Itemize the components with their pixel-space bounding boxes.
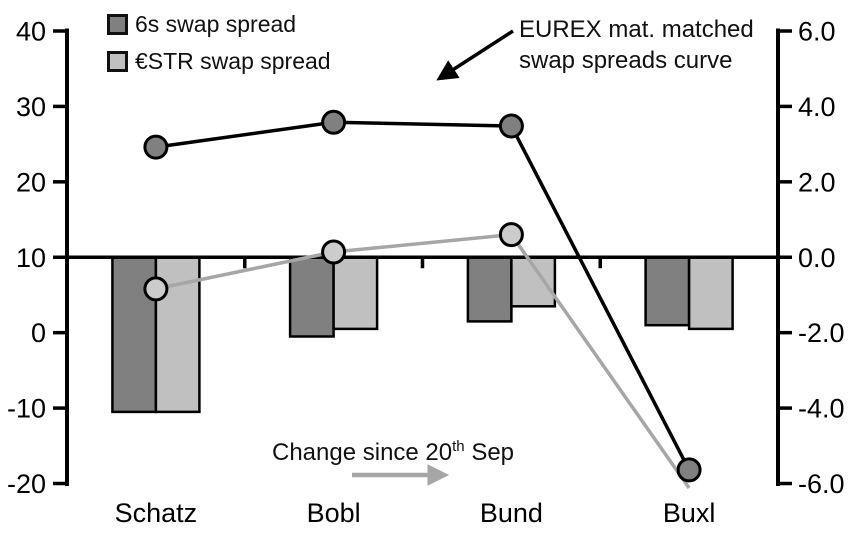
left-tick-label: 0 <box>31 318 46 348</box>
axis-labels-layer: 403020100-10-206.04.02.00.0-2.0-4.0-6.0S… <box>7 17 845 529</box>
category-label-buxl: Buxl <box>663 498 716 528</box>
left-tick-label: 40 <box>16 17 46 47</box>
left-tick-label: -20 <box>7 469 46 499</box>
bar-0-bund <box>466 256 513 323</box>
right-tick-label: 6.0 <box>798 17 836 47</box>
legend-item-estr: €STR swap spread <box>107 47 331 75</box>
line-series-0 <box>155 232 691 490</box>
marker-0-bobl <box>321 239 347 265</box>
legend-swatch-estr-icon <box>107 50 128 72</box>
chart-legend: 6s swap spread €STR swap spread <box>107 10 331 84</box>
left-tick-label: 20 <box>16 167 46 197</box>
legend-label-estr: €STR swap spread <box>135 47 331 74</box>
right-tick-label: -6.0 <box>798 469 845 499</box>
marker-1-buxl <box>676 457 702 483</box>
marker-1-schatz <box>143 134 169 160</box>
marker-0-bund <box>498 222 524 248</box>
marker-1-bobl <box>321 109 347 135</box>
curve-annotation: EUREX mat. matched swap spreads curve <box>519 14 754 76</box>
bar-0-bobl <box>288 256 335 338</box>
right-tick-label: 0.0 <box>798 243 836 273</box>
legend-swatch-6s-icon <box>107 13 128 35</box>
legend-label-6s: 6s swap spread <box>135 10 297 37</box>
marker-1-bund <box>498 113 524 139</box>
change-annotation-text: Change since 20 <box>272 439 453 466</box>
right-tick-label: 2.0 <box>798 167 836 197</box>
category-label-bobl: Bobl <box>307 498 361 528</box>
bar-0-buxl <box>644 256 691 327</box>
left-tick-label: 10 <box>16 243 46 273</box>
category-label-schatz: Schatz <box>115 498 198 528</box>
line-series-1 <box>155 120 691 471</box>
right-tick-label: -4.0 <box>798 394 845 424</box>
left-tick-label: -10 <box>7 394 46 424</box>
legend-item-6s: 6s swap spread <box>107 10 331 38</box>
bar-1-bobl <box>332 256 379 331</box>
curve-annotation-arrow-icon <box>436 29 514 81</box>
bars-layer <box>111 256 734 414</box>
marker-0-schatz <box>143 276 169 302</box>
left-tick-label: 30 <box>16 92 46 122</box>
change-annotation-suffix: Sep <box>464 439 515 466</box>
right-tick-label: -2.0 <box>798 318 845 348</box>
curve-annotation-line2: swap spreads curve <box>519 47 733 74</box>
change-annotation-sup: th <box>452 438 465 455</box>
right-tick-label: 4.0 <box>798 92 836 122</box>
bar-1-buxl <box>687 256 734 331</box>
change-annotation: Change since 20th Sep <box>272 438 515 467</box>
lines-layer <box>143 109 702 490</box>
axes-layer <box>53 28 792 486</box>
curve-annotation-line1: EUREX mat. matched <box>519 16 754 43</box>
category-label-bund: Bund <box>480 498 543 528</box>
